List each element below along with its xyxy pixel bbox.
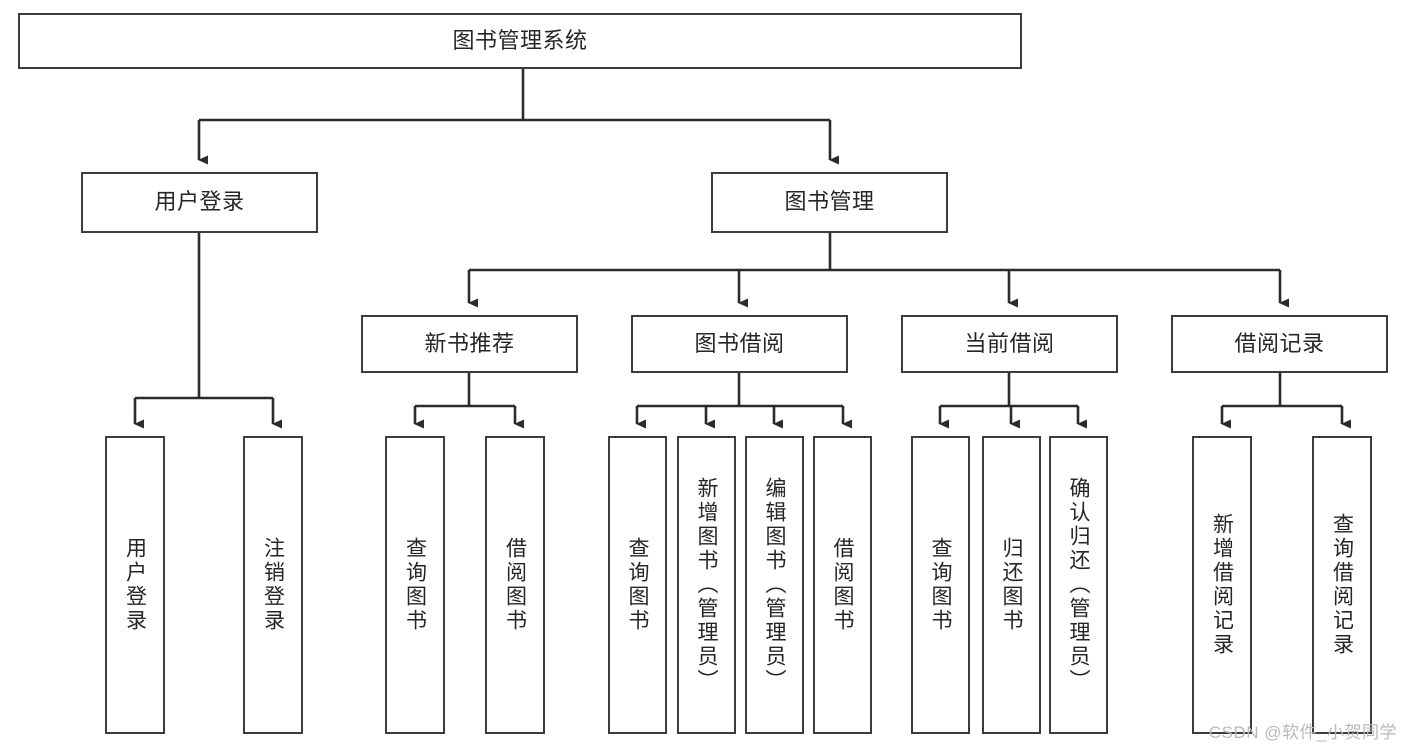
node-leaf-return-book[interactable]: 归还图书 — [982, 436, 1041, 734]
node-label: 新书推荐 — [424, 330, 515, 356]
node-label: 编辑图书（管理员） — [763, 477, 786, 693]
node-leaf-query-book-3[interactable]: 查询图书 — [911, 436, 970, 734]
node-leaf-add-record[interactable]: 新增借阅记录 — [1192, 436, 1252, 734]
node-label: 查询图书 — [929, 537, 952, 633]
node-borrow-record[interactable]: 借阅记录 — [1171, 315, 1388, 373]
node-label: 确认归还（管理员） — [1067, 477, 1090, 693]
node-leaf-user-login[interactable]: 用户登录 — [105, 436, 165, 734]
node-new-book-recommend[interactable]: 新书推荐 — [361, 315, 578, 373]
node-label: 当前借阅 — [964, 330, 1055, 356]
node-leaf-user-logout[interactable]: 注销登录 — [243, 436, 303, 734]
node-current-borrow[interactable]: 当前借阅 — [901, 315, 1118, 373]
node-book-borrow[interactable]: 图书借阅 — [631, 315, 848, 373]
node-label: 用户登录 — [123, 537, 147, 633]
node-label: 图书借阅 — [694, 330, 785, 356]
node-label: 查询图书 — [626, 537, 649, 633]
node-leaf-borrow-book-1[interactable]: 借阅图书 — [485, 436, 545, 734]
node-leaf-edit-book[interactable]: 编辑图书（管理员） — [745, 436, 804, 734]
node-label: 用户登录 — [154, 189, 245, 215]
watermark-text: CSDN @软件_小贺同学 — [1208, 723, 1397, 742]
node-leaf-query-book-2[interactable]: 查询图书 — [608, 436, 667, 734]
node-leaf-borrow-book-2[interactable]: 借阅图书 — [813, 436, 872, 734]
node-leaf-query-record[interactable]: 查询借阅记录 — [1312, 436, 1372, 734]
node-label: 归还图书 — [1000, 537, 1023, 633]
node-label: 新增借阅记录 — [1210, 513, 1234, 657]
node-leaf-confirm-return[interactable]: 确认归还（管理员） — [1049, 436, 1108, 734]
node-label: 新增图书（管理员） — [695, 477, 718, 693]
node-root-system[interactable]: 图书管理系统 — [18, 13, 1022, 69]
node-label: 查询图书 — [403, 537, 427, 633]
node-leaf-query-book-1[interactable]: 查询图书 — [385, 436, 445, 734]
node-label: 图书管理系统 — [452, 27, 588, 53]
node-leaf-add-book[interactable]: 新增图书（管理员） — [677, 436, 736, 734]
node-label: 借阅图书 — [831, 537, 854, 633]
node-user-login[interactable]: 用户登录 — [81, 172, 318, 233]
node-label: 查询借阅记录 — [1330, 513, 1354, 657]
node-label: 注销登录 — [261, 537, 285, 633]
node-label: 借阅图书 — [503, 537, 527, 633]
node-label: 图书管理 — [784, 189, 875, 215]
node-book-manage[interactable]: 图书管理 — [711, 172, 948, 233]
node-label: 借阅记录 — [1234, 330, 1325, 356]
